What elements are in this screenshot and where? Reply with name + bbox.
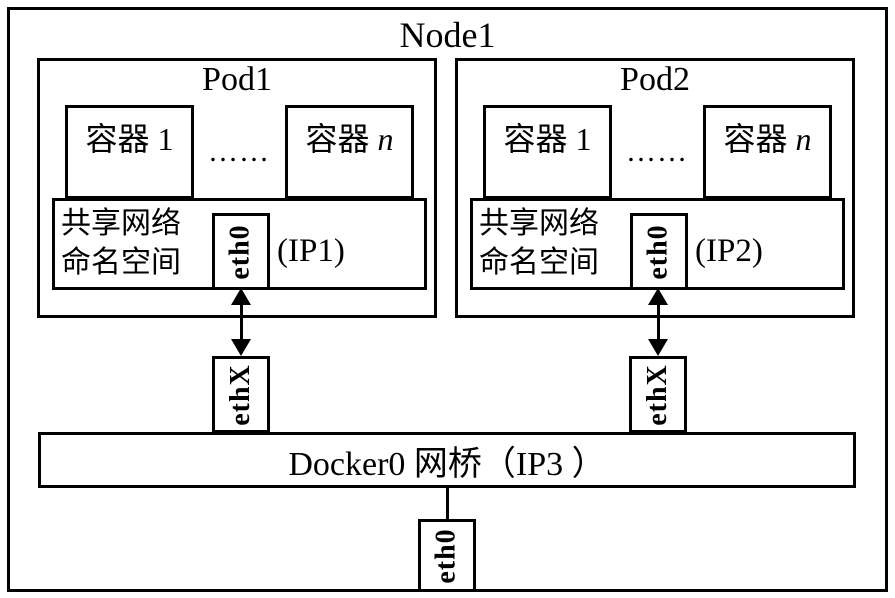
ethx-left-label: ethX bbox=[225, 363, 257, 426]
pod2-container-n-box: 容器 n bbox=[703, 105, 832, 199]
pod2-ip-label: (IP2) bbox=[695, 233, 763, 269]
pod2-eth0-label: eth0 bbox=[643, 223, 675, 280]
pod2-to-ethx-arrow bbox=[648, 288, 668, 356]
arrow-down-icon bbox=[648, 339, 668, 356]
pod1-container-n-var: n bbox=[377, 121, 394, 157]
pod1-box: Pod1 容器 1 …… 容器 n 共享网络 命名空间 eth0 (IP1) bbox=[37, 58, 437, 318]
pod1-container-n-label: 容器 bbox=[305, 121, 378, 157]
pod1-ip-label: (IP1) bbox=[277, 233, 345, 269]
pod2-container-1-box: 容器 1 bbox=[483, 105, 612, 199]
pod2-ellipsis: …… bbox=[626, 135, 688, 168]
pod2-namespace-label: 共享网络 命名空间 bbox=[479, 204, 599, 282]
arrow-shaft bbox=[239, 296, 243, 348]
pod1-container-1-box: 容器 1 bbox=[65, 105, 194, 199]
pod1-to-ethx-arrow bbox=[231, 288, 251, 356]
pod2-container-n-label: 容器 bbox=[723, 121, 796, 157]
pod1-shared-namespace-box: 共享网络 命名空间 eth0 (IP1) bbox=[52, 198, 427, 290]
docker0-bridge-box: Docker0 网桥（IP3 ） bbox=[38, 432, 856, 488]
pod2-container-1-label: 容器 1 bbox=[503, 121, 592, 157]
pod2-namespace-line2: 命名空间 bbox=[479, 246, 599, 279]
pod1-title: Pod1 bbox=[202, 61, 272, 98]
host-eth0-box: eth0 bbox=[418, 519, 476, 592]
pod1-namespace-label: 共享网络 命名空间 bbox=[61, 204, 181, 282]
pod1-container-n-box: 容器 n bbox=[285, 105, 414, 199]
bridge-to-eth0-connector bbox=[446, 486, 449, 521]
ethx-right-label: ethX bbox=[642, 363, 674, 426]
ethx-right-box: ethX bbox=[629, 356, 687, 433]
pod2-shared-namespace-box: 共享网络 命名空间 eth0 (IP2) bbox=[470, 198, 845, 290]
pod2-eth0-box: eth0 bbox=[630, 213, 688, 290]
host-eth0-label: eth0 bbox=[431, 527, 463, 584]
pod1-ellipsis: …… bbox=[208, 135, 270, 168]
docker0-bridge-label: Docker0 网桥（IP3 ） bbox=[288, 445, 606, 483]
pod2-container-n-var: n bbox=[795, 121, 812, 157]
pod1-namespace-line1: 共享网络 bbox=[61, 207, 181, 240]
pod1-eth0-box: eth0 bbox=[212, 213, 270, 290]
ethx-left-box: ethX bbox=[212, 356, 270, 433]
node1-title: Node1 bbox=[399, 15, 496, 55]
arrow-shaft bbox=[656, 296, 660, 348]
pod2-box: Pod2 容器 1 …… 容器 n 共享网络 命名空间 eth0 (IP2) bbox=[455, 58, 855, 318]
pod2-namespace-line1: 共享网络 bbox=[479, 207, 599, 240]
pod2-title: Pod2 bbox=[620, 61, 690, 98]
pod1-namespace-line2: 命名空间 bbox=[61, 246, 181, 279]
arrow-down-icon bbox=[231, 339, 251, 356]
pod1-container-1-label: 容器 1 bbox=[85, 121, 174, 157]
pod1-eth0-label: eth0 bbox=[225, 223, 257, 280]
